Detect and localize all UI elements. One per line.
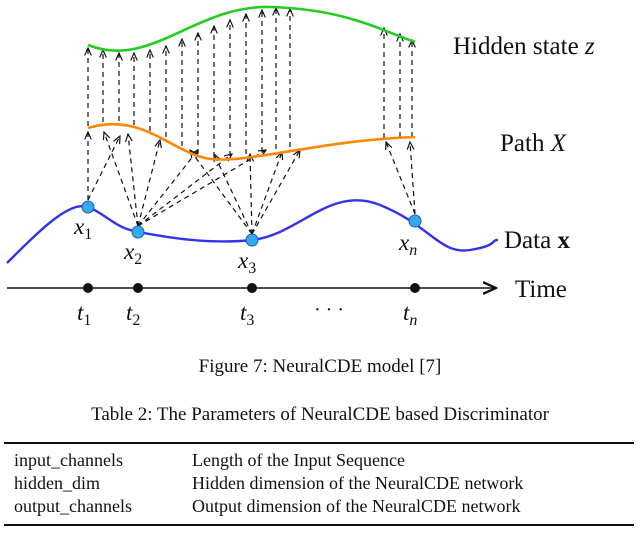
parameters-table: input_channels Length of the Input Seque… — [10, 449, 527, 518]
time-ellipsis: · · · — [314, 299, 344, 321]
interpolation-arrow — [87, 136, 120, 201]
param-description: Hidden dimension of the NeuralCDE networ… — [192, 473, 524, 493]
param-description: Length of the Input Sequence — [192, 450, 405, 470]
interpolation-arrow — [251, 152, 282, 235]
label-t1: t1 — [77, 300, 91, 329]
table-row: output_channels Output dimension of the … — [10, 495, 527, 518]
interpolation-arrow — [137, 150, 266, 227]
interpolation-arrow — [128, 134, 139, 227]
interpolation-arrow — [410, 142, 416, 215]
param-name: hidden_dim — [14, 473, 100, 493]
label-xn: xn — [398, 230, 417, 259]
interpolation-arrows — [87, 132, 416, 235]
param-description: Output dimension of the NeuralCDE networ… — [192, 496, 521, 516]
data-point-3 — [245, 233, 259, 247]
param-name: input_channels — [14, 450, 123, 470]
figure-caption: Figure 7: NeuralCDE model [7] — [198, 356, 442, 377]
time-label: Time — [515, 276, 567, 303]
path-curve — [87, 122, 416, 161]
data-point-2 — [131, 225, 145, 239]
hidden-state-label: Hidden state z — [453, 33, 595, 60]
neuralcde-diagram: Hidden state z Path X Data x Time x1 x2 … — [6, 5, 595, 329]
data-label: Data x — [504, 227, 570, 254]
time-tick-3 — [247, 283, 257, 293]
hidden-state-curve — [87, 5, 416, 52]
interpolation-arrow — [137, 140, 160, 227]
label-x3: x3 — [237, 248, 256, 277]
label-x2: x2 — [123, 239, 142, 268]
interpolation-arrow — [137, 154, 232, 227]
table-bottom-rule — [4, 524, 634, 526]
table-caption: Table 2: The Parameters of NeuralCDE bas… — [91, 404, 549, 425]
path-label: Path X — [500, 130, 568, 157]
interpolation-arrow — [386, 142, 416, 215]
interpolation-arrow — [250, 154, 252, 235]
label-x1: x1 — [73, 214, 92, 243]
interpolation-arrow — [214, 154, 253, 235]
data-point-n — [408, 214, 422, 228]
interpolation-arrow — [190, 150, 253, 235]
data-point-1 — [81, 200, 95, 214]
interpolation-arrow — [251, 150, 300, 235]
hidden-update-arrows — [88, 8, 412, 157]
time-tick-2 — [133, 283, 143, 293]
table-top-rule — [4, 442, 634, 444]
label-tn: tn — [403, 300, 417, 329]
time-tick-1 — [83, 283, 93, 293]
interpolation-arrow — [104, 132, 139, 227]
interpolation-arrow — [137, 150, 198, 227]
time-tick-n — [410, 283, 420, 293]
label-t2: t2 — [126, 300, 140, 329]
table-row: hidden_dim Hidden dimension of the Neura… — [10, 472, 527, 495]
table-row: input_channels Length of the Input Seque… — [10, 449, 527, 472]
param-name: output_channels — [14, 496, 132, 516]
label-t3: t3 — [240, 300, 254, 329]
